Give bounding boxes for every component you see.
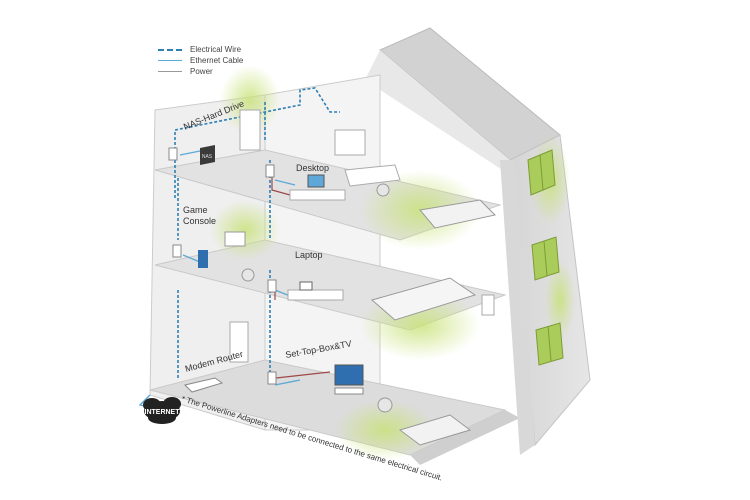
person-gamer [241, 268, 255, 282]
floor-slab-front [410, 410, 520, 465]
wall-picture [334, 129, 366, 156]
powerline-adapter [267, 279, 277, 293]
internet-label: INTERNET [145, 409, 181, 416]
legend: Electrical Wire Ethernet Cable Power [158, 44, 298, 77]
powerline-adapter [267, 371, 277, 385]
sofa [419, 199, 497, 229]
window-middle [531, 236, 560, 281]
window-top [527, 149, 556, 196]
bed [370, 277, 477, 321]
desk-large [344, 164, 401, 187]
roof-gable [365, 50, 510, 175]
nas-box-label: NAS [202, 154, 213, 160]
electrical-wire-swatch [158, 48, 182, 51]
legend-label-ethernet-cable: Ethernet Cable [190, 56, 244, 65]
legend-item-electrical-wire: Electrical Wire [158, 44, 298, 55]
power-swatch [158, 71, 182, 72]
legend-item-power: Power [158, 66, 298, 77]
internet-cloud: INTERNET [143, 397, 181, 424]
laptop-desk [287, 289, 344, 301]
cabinet [229, 321, 249, 363]
legend-item-ethernet-cable: Ethernet Cable [158, 55, 298, 66]
nas-device: NAS [200, 145, 215, 165]
signal-glow [545, 260, 575, 340]
tv-set-top [334, 364, 364, 386]
desktop-monitor [307, 174, 325, 188]
set-top-box-device [334, 387, 364, 395]
electrical-wire [174, 87, 340, 200]
label-laptop: Laptop [295, 250, 323, 260]
tv [224, 231, 246, 247]
legend-label-electrical-wire: Electrical Wire [190, 45, 242, 54]
window-bottom [535, 322, 564, 366]
powerline-adapter [172, 244, 182, 258]
desk [289, 189, 346, 201]
electrical-wire [177, 160, 271, 380]
label-game: Game [183, 205, 208, 215]
ethernet-cable-swatch [158, 60, 182, 61]
signal-glow [335, 400, 435, 460]
person-desktop [376, 183, 390, 197]
legend-label-power: Power [190, 67, 213, 76]
sofa-bottom [398, 414, 472, 446]
label-desktop: Desktop [296, 163, 329, 173]
person-jumping [377, 397, 393, 413]
nightstand [481, 294, 495, 316]
powerline-adapter [265, 164, 275, 178]
house-front-edge [500, 160, 535, 455]
powerline-adapter [168, 147, 178, 161]
game-console-device [198, 250, 208, 268]
laptop-device [299, 281, 313, 291]
shelf [239, 109, 261, 151]
label-console: Console [183, 216, 216, 226]
modem-router-device [184, 377, 224, 393]
